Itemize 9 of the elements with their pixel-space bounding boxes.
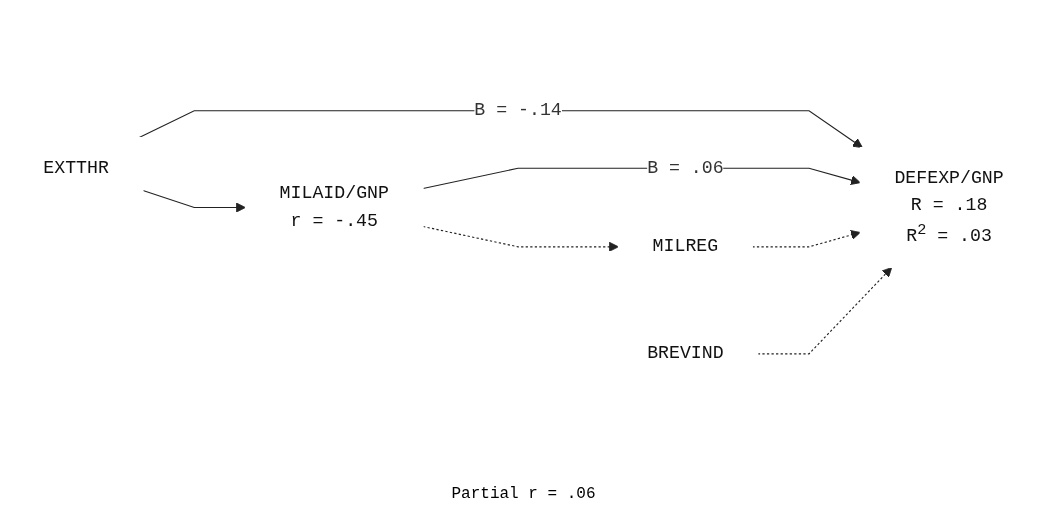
- arrow: [757, 266, 893, 355]
- node-text: BREVIND: [647, 343, 724, 364]
- note-text: Partial r = .06: [451, 485, 596, 503]
- edge-label: B = .06: [647, 157, 724, 179]
- node-text: MILREG: [652, 236, 719, 257]
- node-text: MILAID/GNP r = -.45: [279, 183, 389, 232]
- node-text: DEFEXP/GNP R = .18 R$^{2}$ = .03: [894, 167, 1004, 247]
- node-text: EXTTHR: [43, 157, 109, 179]
- edge-label: B = -.14: [474, 100, 562, 121]
